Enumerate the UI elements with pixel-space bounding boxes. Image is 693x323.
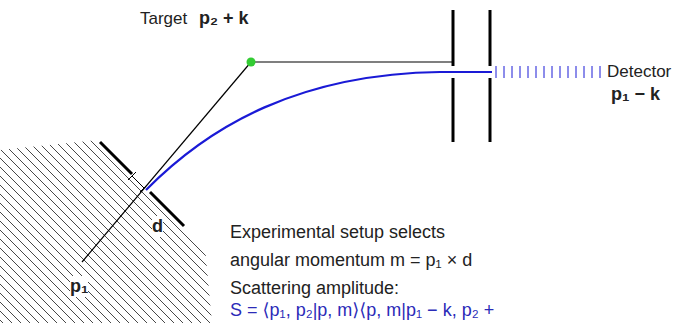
- aperture-size: d: [152, 216, 163, 237]
- plane-wave-fronts: [0, 140, 651, 323]
- target-label: Target: [140, 9, 187, 29]
- aperture-wall: [100, 142, 132, 174]
- slit-barrier: [452, 10, 455, 66]
- note-text: Experimental setup selects: [230, 222, 445, 243]
- particle-trajectory: [146, 72, 492, 190]
- slit-barrier: [489, 10, 492, 66]
- incoming-momentum: p₁: [70, 276, 88, 297]
- target-momentum: p₂ + k: [199, 8, 249, 29]
- detector-pixels: [496, 66, 600, 78]
- slit-barrier: [489, 78, 492, 142]
- target-line: [251, 61, 452, 62]
- target-dot: [247, 58, 256, 67]
- note-text: angular momentum m = p₁ × d: [230, 250, 472, 271]
- detector-momentum: p₁ − k: [611, 84, 660, 105]
- d-marker: [132, 176, 144, 188]
- note-text: Scattering amplitude:: [230, 278, 399, 299]
- amplitude-formula: S = ⟨p₁, p₂|p, m⟩⟨p, m|p₁ − k, p₂ +: [230, 300, 494, 321]
- slit-barrier: [452, 78, 455, 142]
- momentum-line: [82, 62, 251, 262]
- detector-label: Detector: [607, 62, 671, 82]
